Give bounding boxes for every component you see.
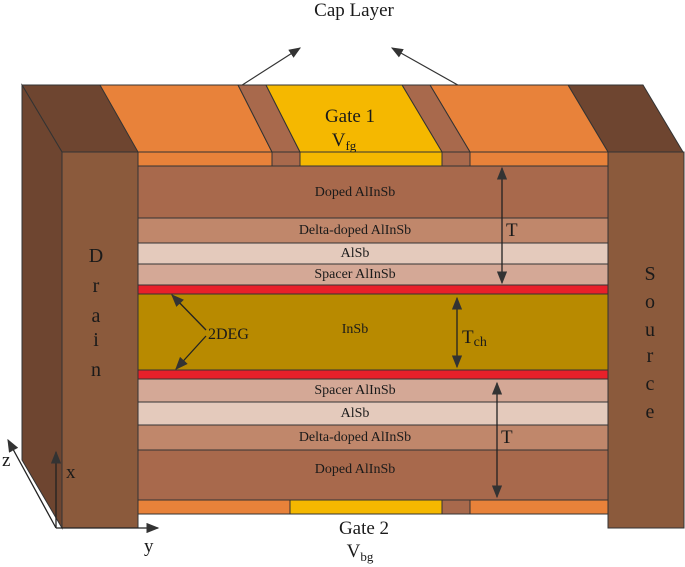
layer-doped-bottom-label: Doped AlInSb (315, 462, 396, 477)
svg-text:o: o (645, 291, 655, 313)
z-axis-label: z (2, 450, 10, 471)
layer-delta-bottom (137, 424, 609, 451)
t-label-top: T (506, 220, 518, 241)
layer-delta-bottom-label: Delta-doped AlInSb (299, 430, 411, 445)
cap-layer-title: Cap Layer (314, 0, 394, 21)
layer-alsb-bottom-label: AlSb (341, 406, 370, 421)
tch-label: Tch (462, 327, 487, 350)
delta-line-bottom (137, 369, 609, 380)
layer-delta-top (137, 217, 609, 244)
gate-1-label: Gate 1 (325, 106, 375, 127)
layer-spacer-bottom-label: Spacer AlInSb (314, 383, 395, 398)
channel-label: InSb (342, 322, 368, 337)
z-axis-arrow (7, 438, 57, 529)
layer-doped-bottom (137, 449, 609, 501)
svg-text:i: i (93, 329, 99, 351)
layer-alsb-top (137, 242, 609, 265)
gate-2-voltage: Vbg (347, 541, 374, 564)
layer-spacer-top-label: Spacer AlInSb (314, 267, 395, 282)
gate-1-voltage: Vfg (332, 130, 357, 153)
drain-label: D r a i n (89, 245, 103, 381)
source-label: S o u r c e (644, 263, 655, 423)
svg-text:a: a (92, 305, 101, 327)
svg-text:r: r (93, 275, 100, 297)
cap-bottom-left (137, 499, 291, 515)
layer-alsb-top-label: AlSb (341, 246, 370, 261)
gate-2-label: Gate 2 (339, 518, 389, 539)
source-contact (607, 151, 685, 529)
svg-text:S: S (644, 263, 655, 285)
svg-text:D: D (89, 245, 103, 267)
delta-line-top (137, 284, 609, 295)
svg-text:e: e (646, 401, 655, 423)
svg-text:r: r (647, 345, 654, 367)
svg-text:u: u (645, 319, 655, 341)
t-label-bottom: T (501, 427, 513, 448)
gate-2 (289, 499, 443, 515)
y-axis-label: y (144, 536, 154, 557)
layer-doped-top-label: Doped AlInSb (315, 185, 396, 200)
layer-alsb-bottom (137, 401, 609, 426)
2deg-label: 2DEG (208, 326, 249, 343)
channel-insb (137, 293, 609, 371)
layer-doped-top (137, 165, 609, 219)
2deg-arrow-upper (171, 294, 207, 331)
layer-delta-top-label: Delta-doped AlInSb (299, 223, 411, 238)
2deg-arrow-lower (175, 335, 207, 370)
svg-text:c: c (646, 373, 655, 395)
x-axis-label: x (66, 462, 76, 483)
cap-bottom-right (469, 499, 609, 515)
svg-text:n: n (91, 359, 101, 381)
